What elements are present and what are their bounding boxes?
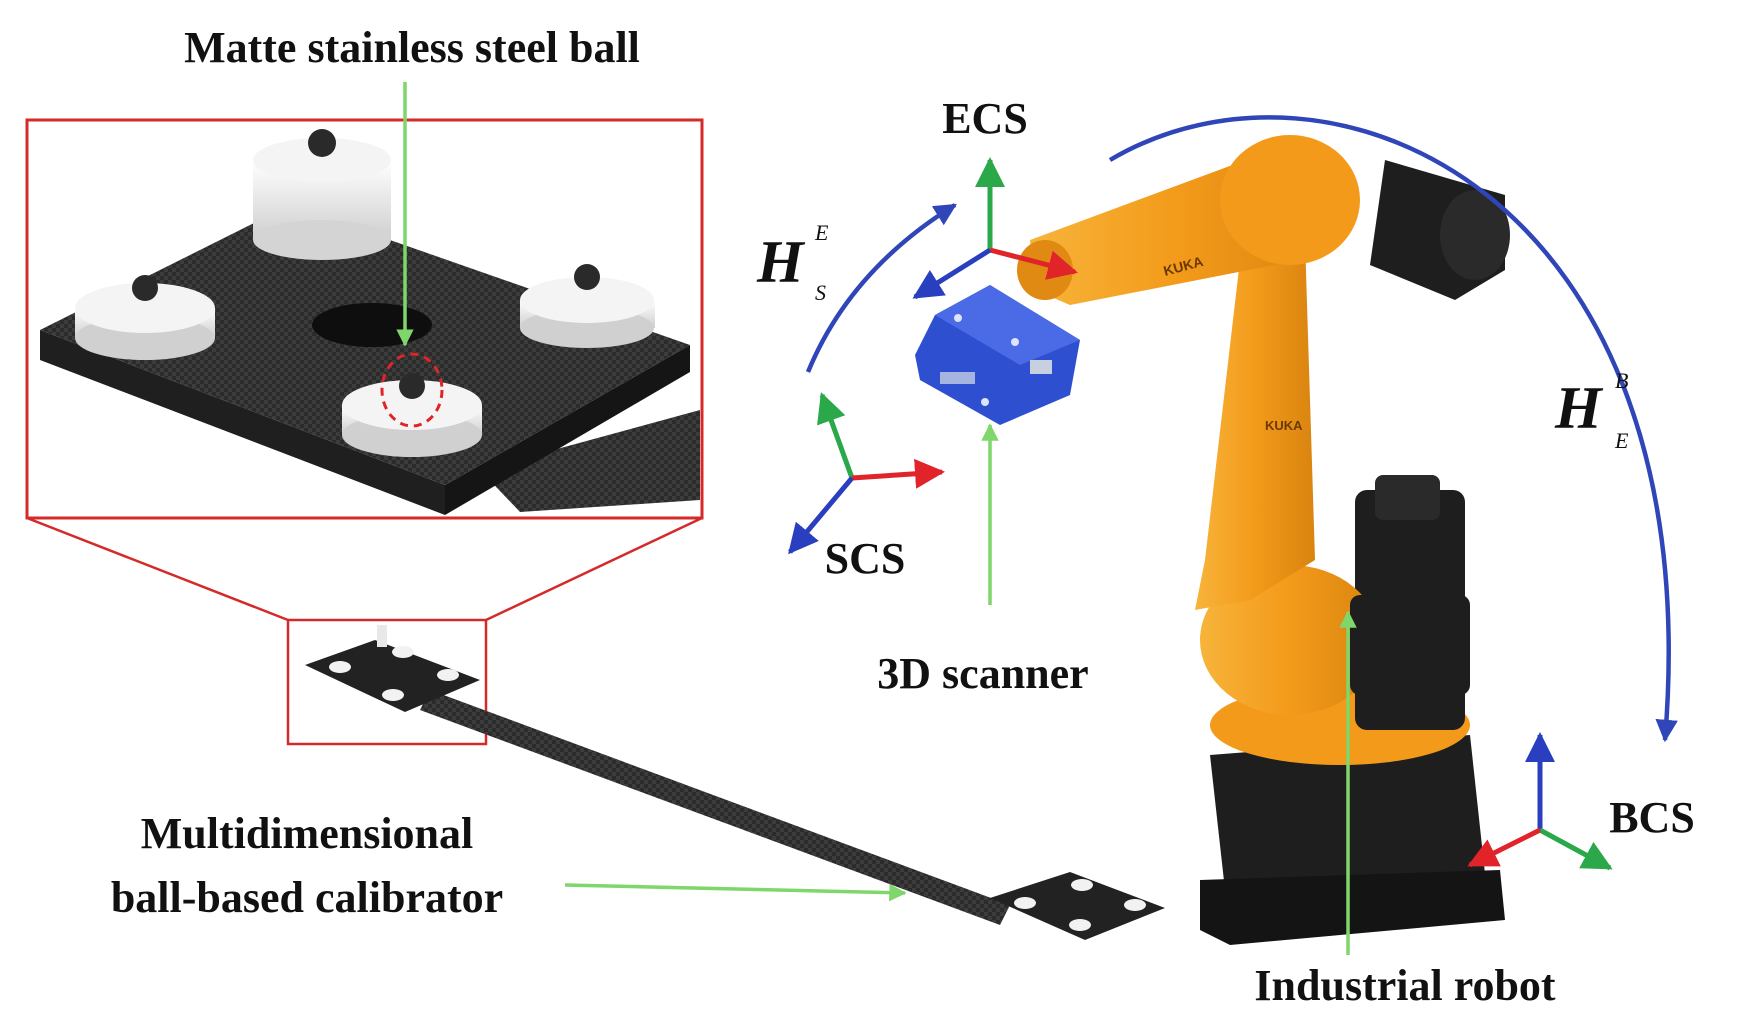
3d-scanner bbox=[915, 285, 1080, 425]
heb-symbol: H bbox=[1554, 375, 1604, 441]
steel-ball-highlighted bbox=[399, 373, 425, 399]
heb-subscript: E bbox=[1614, 428, 1629, 453]
ecs-label: ECS bbox=[942, 94, 1028, 143]
steel-ball bbox=[574, 264, 600, 290]
calibrator-label-line1: Multidimensional bbox=[141, 809, 474, 858]
robot-shoulder-motor bbox=[1350, 595, 1470, 695]
steel-ball bbox=[132, 275, 158, 301]
scanner-label: 3D scanner bbox=[877, 649, 1088, 698]
steel-ball bbox=[308, 129, 336, 157]
scs-axis-x bbox=[852, 472, 942, 478]
scs-label: SCS bbox=[825, 534, 906, 583]
inset-center-hole bbox=[312, 303, 432, 347]
robot-motor-top bbox=[1375, 475, 1440, 520]
zoom-line-right bbox=[486, 518, 702, 620]
hse-superscript: E bbox=[814, 220, 829, 245]
puck-right bbox=[520, 264, 655, 348]
bcs-axis-y bbox=[1540, 830, 1610, 868]
scs-frame bbox=[790, 395, 942, 552]
robot-label: Industrial robot bbox=[1254, 961, 1555, 1010]
hse-subscript: S bbox=[815, 280, 826, 305]
hse-symbol: H bbox=[756, 229, 806, 295]
scs-axis-z bbox=[822, 395, 852, 478]
calibrator-label-line2: ball-based calibrator bbox=[111, 873, 503, 922]
robot-elbow bbox=[1220, 135, 1360, 265]
heb-superscript: B bbox=[1615, 368, 1628, 393]
industrial-robot: KUKA KUKA bbox=[1017, 135, 1510, 945]
robot-base-foot bbox=[1200, 870, 1505, 945]
heb-transform-label: H B E bbox=[1554, 368, 1629, 453]
puck-back bbox=[253, 129, 391, 260]
steel-ball-label: Matte stainless steel ball bbox=[184, 23, 640, 72]
zoom-line-left bbox=[27, 518, 288, 620]
bcs-frame bbox=[1470, 735, 1610, 868]
scanner-lens bbox=[1030, 360, 1052, 374]
scanner-window bbox=[940, 372, 975, 384]
hse-transform-label: H E S bbox=[756, 220, 829, 305]
bcs-label: BCS bbox=[1609, 793, 1695, 842]
calibrator-pointer bbox=[565, 885, 905, 893]
ecs-axis-y bbox=[915, 250, 990, 297]
robot-brand-lower: KUKA bbox=[1265, 418, 1303, 433]
zoomed-plate-inset bbox=[27, 120, 702, 518]
